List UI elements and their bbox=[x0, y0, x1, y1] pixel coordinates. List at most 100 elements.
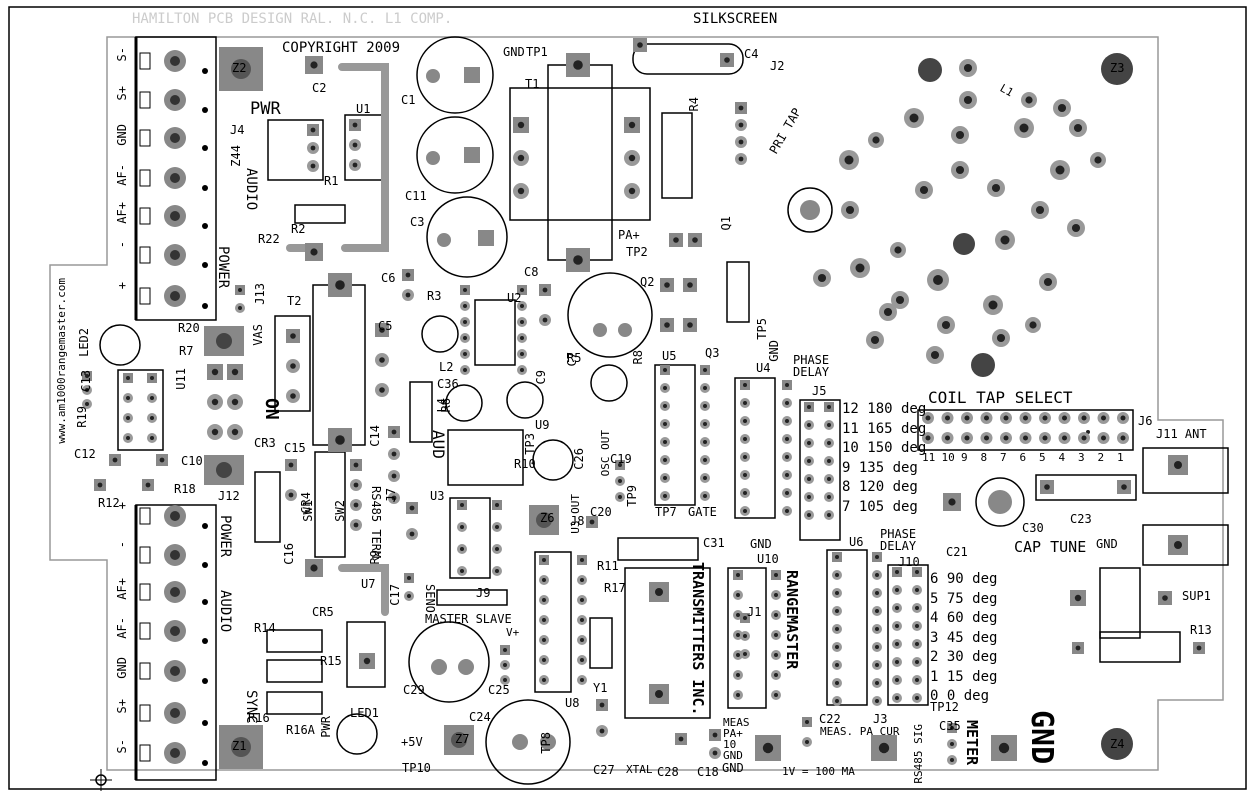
refdes-r3: R3 bbox=[427, 289, 442, 303]
plus5v-label: +5V bbox=[401, 735, 423, 749]
refdes-c8: C8 bbox=[524, 265, 539, 279]
scale-label: 1V = 100 MA bbox=[782, 765, 855, 778]
transmitters-label: TRANSMITTERS INC. bbox=[689, 562, 707, 716]
refdes-tp2: TP2 bbox=[626, 245, 648, 259]
connector-pads bbox=[139, 50, 208, 766]
l1-coil-holes bbox=[813, 58, 1106, 377]
refdes-u10: U10 bbox=[757, 552, 779, 566]
refdes-c12: C12 bbox=[74, 447, 96, 461]
refdes-tp8: TP8 bbox=[539, 732, 553, 754]
refdes-c18: C18 bbox=[697, 765, 719, 779]
refdes-sw1: SW1 bbox=[301, 500, 315, 522]
refdes-gnd-u10: GND bbox=[750, 537, 772, 551]
coil-tap-number: 3 bbox=[1078, 451, 1085, 464]
refdes-r5: R5 bbox=[567, 351, 582, 365]
refdes-z4: Z4 bbox=[1110, 737, 1125, 751]
connector-top-pin-label: - bbox=[115, 241, 129, 249]
refdes-q1: Q1 bbox=[719, 216, 733, 231]
refdes-gnd-tp5: GND bbox=[767, 340, 781, 362]
refdes-c14: C14 bbox=[368, 425, 382, 447]
refdes-r16a: R16A bbox=[286, 723, 315, 737]
refdes-t1: T1 bbox=[525, 77, 540, 91]
rs485-sig-label: RS485 SIG bbox=[912, 724, 925, 784]
refdes-c27: C27 bbox=[593, 763, 615, 777]
refdes-c20: C20 bbox=[590, 505, 612, 519]
coil-tap-number: 10 bbox=[941, 451, 955, 464]
website-text: www.am1000rangemaster.com bbox=[55, 278, 68, 444]
vas-label: VAS bbox=[251, 324, 265, 346]
coil-tap-number: 5 bbox=[1039, 451, 1046, 464]
aud-label: AUD bbox=[429, 430, 448, 459]
board-outline bbox=[49, 36, 1224, 771]
coil-tap-number: 8 bbox=[980, 451, 988, 464]
origin-marker bbox=[90, 769, 112, 791]
refdes-j5: J5 bbox=[812, 384, 827, 398]
meas-pa-cur-label: MEAS. PA CUR bbox=[820, 725, 900, 738]
phase-delay-row: 6 90 deg bbox=[930, 571, 998, 587]
coil-tap-select-label: COIL TAP SELECT bbox=[928, 388, 1073, 407]
refdes-tp7: TP7 bbox=[655, 505, 677, 519]
refdes-c1: C1 bbox=[401, 93, 416, 107]
phase-delay-row: 5 75 deg bbox=[930, 590, 998, 607]
refdes-u9: U9 bbox=[535, 418, 550, 432]
gnd-right-label: GND bbox=[1096, 537, 1118, 551]
refdes-j1: J1 bbox=[747, 605, 762, 619]
j11-ant-label: J11 ANT bbox=[1156, 427, 1207, 441]
cap-pads bbox=[426, 67, 1012, 750]
coil-tap-number: 11 bbox=[922, 451, 936, 464]
refdes-r20: R20 bbox=[178, 321, 200, 335]
refdes-u1: U1 bbox=[356, 102, 371, 116]
refdes-j3: J3 bbox=[873, 712, 888, 726]
refdes-z2: Z2 bbox=[232, 61, 247, 75]
refdes-u6: U6 bbox=[849, 535, 864, 549]
refdes-u4: U4 bbox=[756, 361, 771, 375]
coil-tap-number: 2 bbox=[1097, 451, 1105, 464]
refdes-c4: C4 bbox=[744, 47, 759, 61]
phase-delay-row: 10 150 deg bbox=[842, 440, 927, 456]
refdes-tp3: TP3 bbox=[523, 433, 537, 455]
refdes-tp10: TP10 bbox=[402, 761, 431, 775]
coil-tap-number: 1 bbox=[1117, 451, 1124, 464]
coil-tap-pads bbox=[922, 412, 1129, 444]
refdes-c6: C6 bbox=[381, 271, 396, 285]
refdes-c19: C19 bbox=[610, 452, 632, 466]
connector-bottom-pin-label: S- bbox=[115, 739, 129, 754]
sync-label: SYNC bbox=[243, 690, 259, 724]
phase-delay-row: 4 60 deg bbox=[930, 610, 998, 626]
refdes-c3: C3 bbox=[410, 215, 425, 229]
refdes-l2: L2 bbox=[439, 360, 454, 374]
connector-top-pin-label: AF- bbox=[115, 164, 129, 186]
refdes-c24: C24 bbox=[469, 710, 491, 724]
refdes-led1: LED1 bbox=[350, 706, 379, 720]
refdes-j10: J10 bbox=[898, 555, 920, 569]
refdes-r10: R10 bbox=[514, 457, 536, 471]
rs485-term-label: RS485 TERM bbox=[369, 486, 383, 559]
refdes-u11: U11 bbox=[174, 368, 188, 390]
refdes-tp12: TP12 bbox=[930, 700, 959, 714]
layer-title: SILKSCREEN bbox=[693, 11, 778, 27]
refdes-tp5: TP5 bbox=[755, 318, 769, 340]
refdes-y1: Y1 bbox=[593, 681, 608, 695]
connector-bottom-pin-label: AF- bbox=[115, 617, 129, 639]
refdes-c35: C35 bbox=[939, 719, 961, 733]
refdes-c9: C9 bbox=[534, 370, 548, 385]
pads bbox=[82, 38, 1205, 765]
power2-label: POWER bbox=[217, 515, 233, 558]
refdes-z44: Z44 bbox=[229, 145, 243, 167]
refdes-c36: C36 bbox=[437, 377, 459, 391]
refdes-z3: Z3 bbox=[1110, 61, 1125, 75]
vplus-label: V+ bbox=[506, 626, 520, 639]
refdes-r15: R15 bbox=[320, 654, 342, 668]
refdes-r12: R12 bbox=[98, 496, 120, 510]
refdes-l4: L4 bbox=[435, 398, 449, 413]
refdes-sup1: SUP1 bbox=[1182, 589, 1211, 603]
phase-delay-row: 3 45 deg bbox=[930, 629, 998, 646]
seno-label: SENO bbox=[423, 584, 437, 613]
refdes-u8: U8 bbox=[565, 696, 580, 710]
connector-top-pin-label: S- bbox=[115, 47, 129, 62]
pwr2-label: PWR bbox=[319, 716, 333, 738]
refdes-q2: Q2 bbox=[640, 275, 655, 289]
refdes-u3: U3 bbox=[430, 489, 445, 503]
refdes-j7: J7 bbox=[384, 488, 398, 503]
power-label: POWER bbox=[215, 246, 231, 289]
